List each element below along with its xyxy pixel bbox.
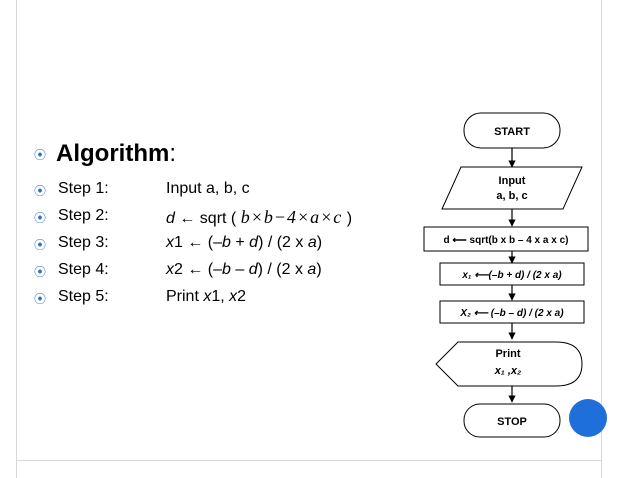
step-label: Step 3: (58, 234, 109, 251)
step-text: x1 ← (–b + d) / (2 x a) (166, 234, 323, 251)
step-text: Input a, b, c (166, 180, 250, 197)
process2-label: x₁ ⟵(–b + d) / (2 x a) (461, 270, 562, 281)
step-label: Step 2: (58, 207, 109, 224)
print-display: Print x₁ ,x₂ (435, 341, 583, 387)
process-compute-x1: x₁ ⟵(–b + d) / (2 x a) (439, 262, 585, 286)
bullet-icon: ⦿ (34, 265, 47, 279)
process-compute-d: d ⟵ sqrt(b x b – 4 x a x c) (423, 226, 589, 252)
sqrt-expression: b×b−4×a×c (240, 207, 343, 227)
process3-label: X₂ ⟵ (–b – d) / (2 x a) (459, 308, 564, 319)
input-line1: Input (499, 175, 526, 187)
step-label: Step 5: (58, 288, 109, 305)
process-compute-x2: X₂ ⟵ (–b – d) / (2 x a) (439, 300, 585, 324)
print-line1: Print (495, 348, 520, 360)
frame-line-bottom (16, 460, 602, 461)
step-text: Print x1, x2 (166, 288, 247, 305)
frame-line-right (601, 0, 602, 478)
process1-label: d ⟵ sqrt(b x b – 4 x a x c) (444, 235, 569, 246)
bullet-icon: ⦿ (34, 184, 47, 198)
start-label: START (494, 126, 530, 138)
input-parallelogram: Input a, b, c (441, 166, 583, 210)
print-line2: x₁ ,x₂ (494, 365, 521, 377)
decorative-blue-circle (569, 399, 607, 437)
stop-terminal: STOP (463, 403, 561, 438)
stop-label: STOP (497, 416, 527, 428)
bullet-icon: ⦿ (34, 238, 47, 252)
step-label: Step 4: (58, 261, 109, 278)
input-line2: a, b, c (496, 190, 527, 202)
algorithm-heading: Algorithm: (56, 140, 176, 167)
step-text: d ← sqrt ( b×b−4×a×c ) (166, 207, 353, 227)
bullet-icon: ⦿ (34, 148, 47, 162)
step-text: x2 ← (–b – d) / (2 x a) (166, 261, 322, 278)
start-terminal: START (463, 112, 561, 149)
frame-line-left (16, 0, 17, 478)
step-label: Step 1: (58, 180, 109, 197)
bullet-icon: ⦿ (34, 211, 47, 225)
bullet-icon: ⦿ (34, 292, 47, 306)
